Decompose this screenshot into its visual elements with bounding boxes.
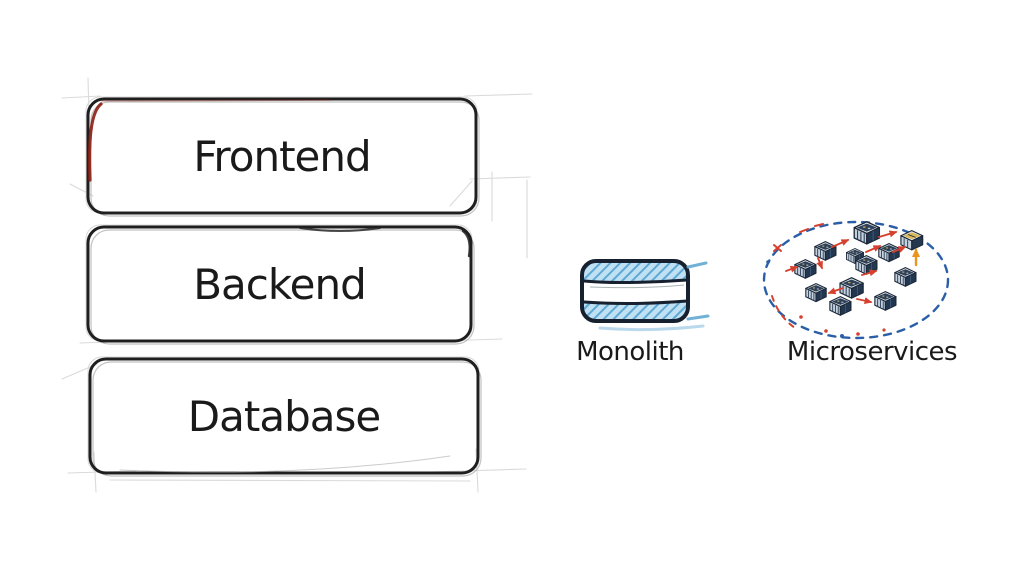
backend-box-outline [85,224,475,345]
microservices-icon [762,220,950,340]
monolith-icon [580,259,710,332]
construction-lines [61,77,533,493]
database-box-outline [87,356,482,477]
frontend-box-outline [85,96,480,217]
